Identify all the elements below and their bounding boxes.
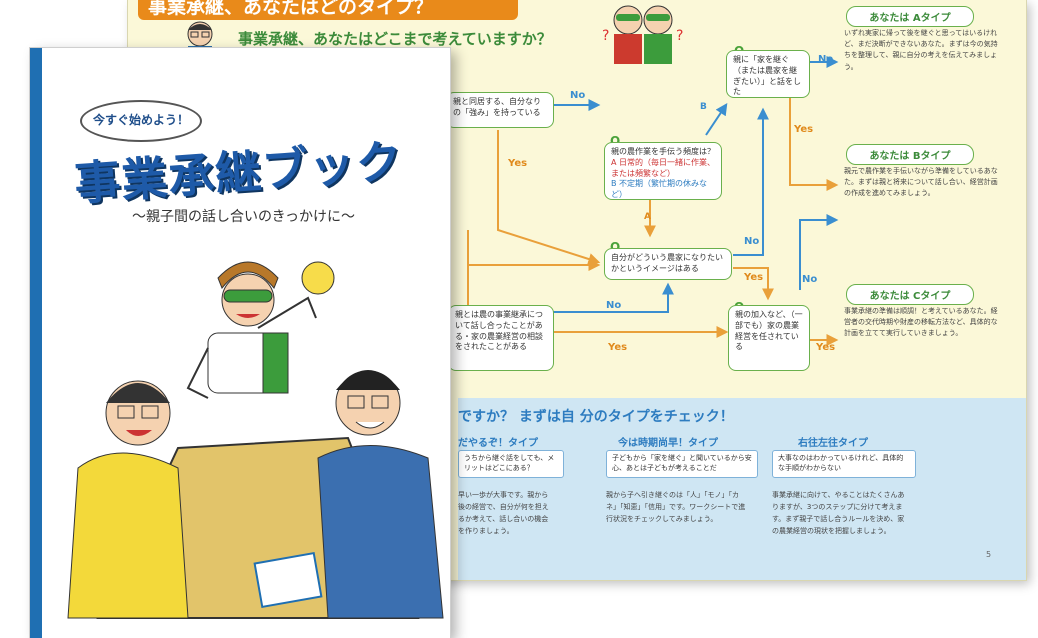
right-farmer-icon bbox=[317, 370, 444, 619]
cover-subtitle: 〜親子間の話し合いのきっかけに〜 bbox=[132, 209, 356, 225]
label-no-1: No bbox=[570, 90, 586, 101]
lower-type-1-box: うちから継ぐ話をしても、メリットはどこにある？ bbox=[458, 450, 564, 478]
type-check-section bbox=[458, 398, 1026, 580]
question-box-5: 親に「家を継ぐ（または農家を継ぎたい）」と話をした bbox=[726, 50, 810, 98]
lower-type-2-body: 親から子へ引き継ぐのは「人」「モノ」「カネ」「知恵」「信用」です。ワークシートで… bbox=[606, 491, 746, 523]
question-box-2: 親の農作業を手伝う頻度は？ A 日常的（毎日一緒に作業、または頻繁など） B 不… bbox=[604, 142, 722, 200]
flowchart-arrows bbox=[467, 56, 839, 346]
page-number: 5 bbox=[986, 550, 992, 559]
label-a: A bbox=[644, 212, 651, 222]
type-c-body: 事業承継の準備は順調！と考えているあなた。経営者の交代時期や財産の移転方法など、… bbox=[844, 307, 998, 338]
book-cover: 今すぐ始めよう！ 事業承継ブック 〜親子間の話し合いのきっかけに〜 bbox=[30, 48, 450, 638]
lower-type-1-name: だやるぞ！タイプ bbox=[458, 438, 538, 449]
label-b: B bbox=[700, 102, 707, 112]
spread-banner: 事業承継、あなたはどのタイプ？ bbox=[138, 0, 518, 20]
type-b-body: 親元で農作業を手伝いながら準備をしているあなた。まずは親と将来について話し合い、… bbox=[844, 167, 998, 198]
book-on-table-icon bbox=[253, 551, 323, 609]
label-yes-5: Yes bbox=[816, 342, 836, 353]
cover-illustration bbox=[67, 261, 444, 619]
question-box-3: 自分がどういう農家になりたいかというイメージはある bbox=[604, 248, 732, 280]
cover-blue-strip bbox=[30, 48, 42, 638]
label-yes-2: Yes bbox=[608, 342, 628, 353]
lower-type-2-name: 今は時期尚早！タイプ bbox=[618, 438, 718, 449]
label-yes-4: Yes bbox=[794, 124, 814, 135]
left-farmer-icon bbox=[67, 380, 189, 619]
question-box-1: 親と同居する、自分なりの「強み」を持っている bbox=[446, 92, 554, 128]
type-c-head: あなたは Cタイプ bbox=[846, 284, 974, 305]
type-check-title: ですか？ まずは自 分のタイプをチェック！ bbox=[458, 409, 734, 425]
label-no-4: No bbox=[818, 54, 834, 65]
spread-question: 事業承継、あなたはどこまで考えていますか？ bbox=[238, 30, 552, 48]
label-no-2: No bbox=[606, 300, 622, 311]
label-no-3: No bbox=[744, 236, 760, 247]
label-yes-1: Yes bbox=[508, 158, 528, 169]
question-box-4: 親とは農の事業継承について話し合ったことがある・家の農業経営の相談をされたことが… bbox=[448, 305, 554, 371]
label-no-5: No bbox=[802, 274, 818, 285]
q2-option-a: A 日常的（毎日一緒に作業、または頻繁など） bbox=[611, 157, 716, 178]
lower-type-1-body: 早い一歩が大事です。親から後の経営で、自分が何を担えるか考えて、話し合いの機会を… bbox=[458, 491, 549, 535]
cover-speech-bubble: 今すぐ始めよう！ bbox=[80, 100, 202, 142]
lower-type-3-body: 事業承継に向けて、やることはたくさんありますが、3つのステップに分けて考えます。… bbox=[772, 491, 905, 535]
hero-character-icon bbox=[186, 261, 335, 399]
q3-marker: Q bbox=[610, 240, 621, 254]
q2-text: 親の農作業を手伝う頻度は？ bbox=[611, 147, 715, 156]
lower-type-3-box: 大事なのはわかっているけれど、具体的な手順がわからない bbox=[772, 450, 916, 478]
lower-type-3-name: 右往左往タイプ bbox=[798, 438, 868, 449]
q2-option-b: B 不定期（繁忙期の休みなど） bbox=[611, 179, 708, 200]
q2-marker: Q bbox=[610, 134, 621, 148]
label-yes-3: Yes bbox=[744, 272, 764, 283]
svg-text:?: ? bbox=[676, 28, 683, 44]
lower-type-2-box: 子どもから「家を継ぐ」と聞いているから安心、あとは子どもが考えることだ bbox=[606, 450, 758, 478]
type-b-head: あなたは Bタイプ bbox=[846, 144, 974, 165]
question-box-6: 親の加入など、（一部でも）家の農業経営を任されている bbox=[728, 305, 810, 371]
type-a-body: いずれ実家に帰って後を継ぐと思ってはいるけれど、まだ決断ができないあなた。まずは… bbox=[844, 29, 998, 71]
hero-characters-icon: ? ? bbox=[602, 5, 683, 64]
type-a-head: あなたは Aタイプ bbox=[846, 6, 974, 27]
svg-text:?: ? bbox=[602, 28, 609, 44]
